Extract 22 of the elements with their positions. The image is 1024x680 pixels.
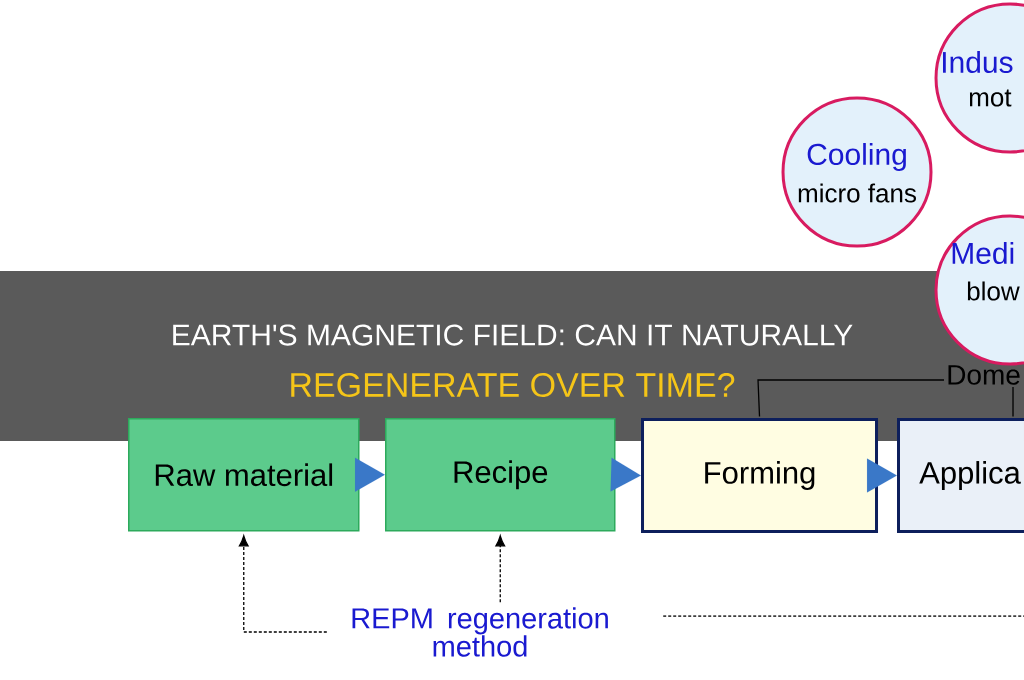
triangle-arrow (867, 458, 897, 493)
circle-label: micro fans (798, 183, 916, 203)
process-box: Recipe (385, 418, 616, 532)
process-box: Raw material (128, 418, 360, 532)
circle-label: blow (967, 281, 1020, 301)
title: EARTH'S MAGNETIC FIELD: CAN IT NATURALLY (173, 324, 853, 346)
triangle-arrow (610, 457, 641, 492)
dashed-arrow (495, 535, 506, 603)
category-label: Dome (948, 365, 1020, 385)
connector-line (1012, 386, 1014, 418)
process-box: Forming (641, 418, 878, 533)
circle-label: Cooling (807, 143, 906, 171)
method-label: REPM regeneration method (352, 607, 608, 657)
circle-label: Indus (943, 51, 1013, 73)
dashed-arrow (238, 535, 328, 633)
title: REGENERATE OVER TIME? (291, 372, 735, 398)
circle-label: mot (969, 89, 1012, 107)
dashed-line (662, 615, 1024, 617)
process-box: Applica (897, 418, 1024, 533)
circle-label: Medi (952, 242, 1014, 264)
triangle-arrow (354, 457, 385, 492)
connector-line (757, 379, 945, 418)
